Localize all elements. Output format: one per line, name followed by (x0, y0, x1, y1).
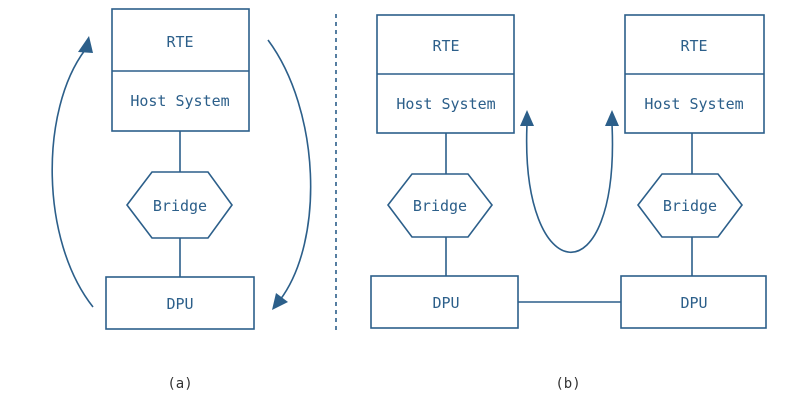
host-system-label: Host System (130, 92, 229, 110)
left-bridge-node (386, 173, 494, 238)
dpu-label: DPU (166, 295, 193, 313)
upward-arrowhead (78, 36, 93, 53)
right-host-system-label: Host System (644, 95, 743, 113)
right-bridge-node (636, 173, 744, 238)
downward-arc (267, 39, 312, 301)
left-host-system-label: Host System (396, 95, 495, 113)
u-arrow-right-head (605, 110, 619, 126)
left-dpu-box (370, 275, 519, 329)
right-rte-label: RTE (680, 37, 707, 55)
right-bridge-label: Bridge (663, 197, 717, 215)
rte-label: RTE (166, 33, 193, 51)
bridge-label: Bridge (153, 197, 207, 215)
caption-a: (a) (167, 376, 192, 392)
right-dpu-label: DPU (680, 294, 707, 312)
u-arrow-left-head (520, 110, 534, 126)
left-rte-label: RTE (432, 37, 459, 55)
upward-arc (51, 49, 94, 308)
bridge-node (125, 171, 233, 239)
caption-b: (b) (555, 376, 580, 392)
panel-a: RTE Host System Bridge DPU (a) (51, 8, 312, 392)
right-dpu-box (620, 275, 767, 329)
downward-arrowhead (272, 293, 288, 310)
dpu-box (105, 276, 255, 330)
u-arrow (525, 123, 614, 254)
panel-b: RTE Host System Bridge DPU RTE Host Syst… (370, 14, 767, 392)
host-stack-box (111, 8, 250, 132)
left-bridge-label: Bridge (413, 197, 467, 215)
left-dpu-label: DPU (432, 294, 459, 312)
